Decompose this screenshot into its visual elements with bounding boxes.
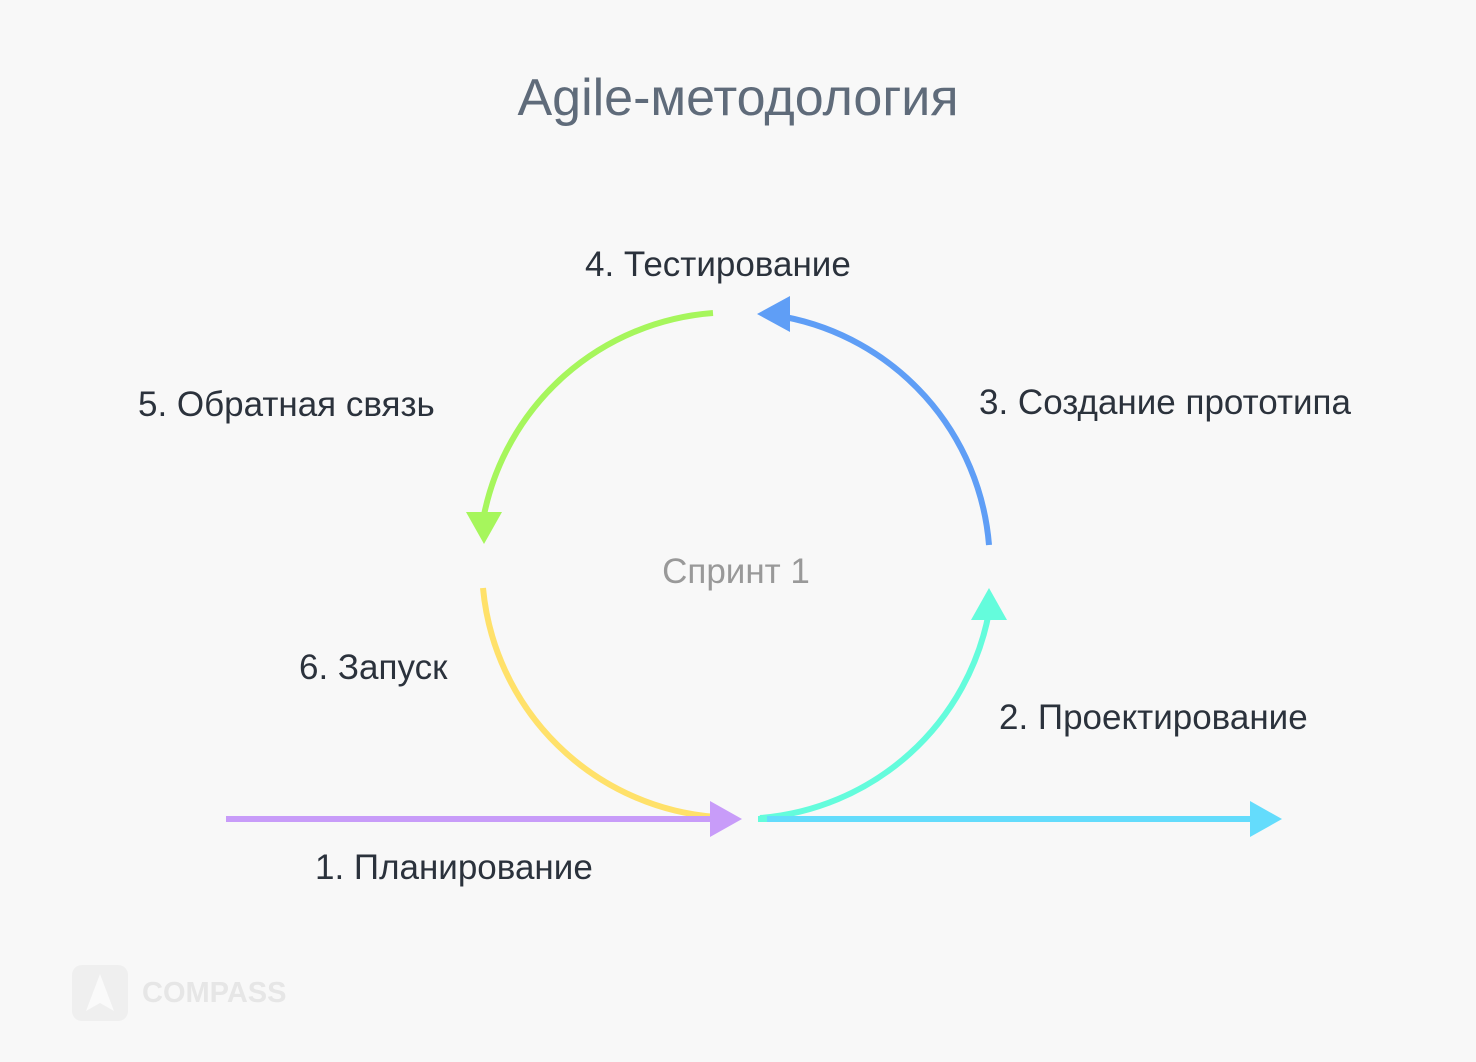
stage-design: 2. Проектирование xyxy=(999,698,1308,737)
stage-feedback: 5. Обратная связь xyxy=(138,385,435,424)
arrow-planning-head xyxy=(710,801,742,837)
arrow-output-head xyxy=(1250,801,1282,837)
arc-prototype xyxy=(784,314,992,546)
compass-logo-text: COMPASS xyxy=(142,976,287,1009)
stage-planning: 1. Планирование xyxy=(315,848,593,887)
arc-feedback xyxy=(481,310,714,516)
stage-testing: 4. Тестирование xyxy=(585,245,851,284)
compass-logo: COMPASS xyxy=(72,965,286,1021)
diagram-title: Agile-методология xyxy=(517,69,959,127)
sprint-label: Спринт 1 xyxy=(662,552,810,591)
stage-launch: 6. Запуск xyxy=(299,648,448,687)
compass-logo-icon xyxy=(72,965,128,1021)
stage-prototype: 3. Создание прототипа xyxy=(979,383,1351,422)
arrow-design-head xyxy=(971,588,1007,620)
arc-launch xyxy=(480,587,717,820)
arrow-prototype-head xyxy=(757,296,790,332)
arc-design xyxy=(759,611,992,821)
arrow-feedback-head xyxy=(466,512,502,544)
